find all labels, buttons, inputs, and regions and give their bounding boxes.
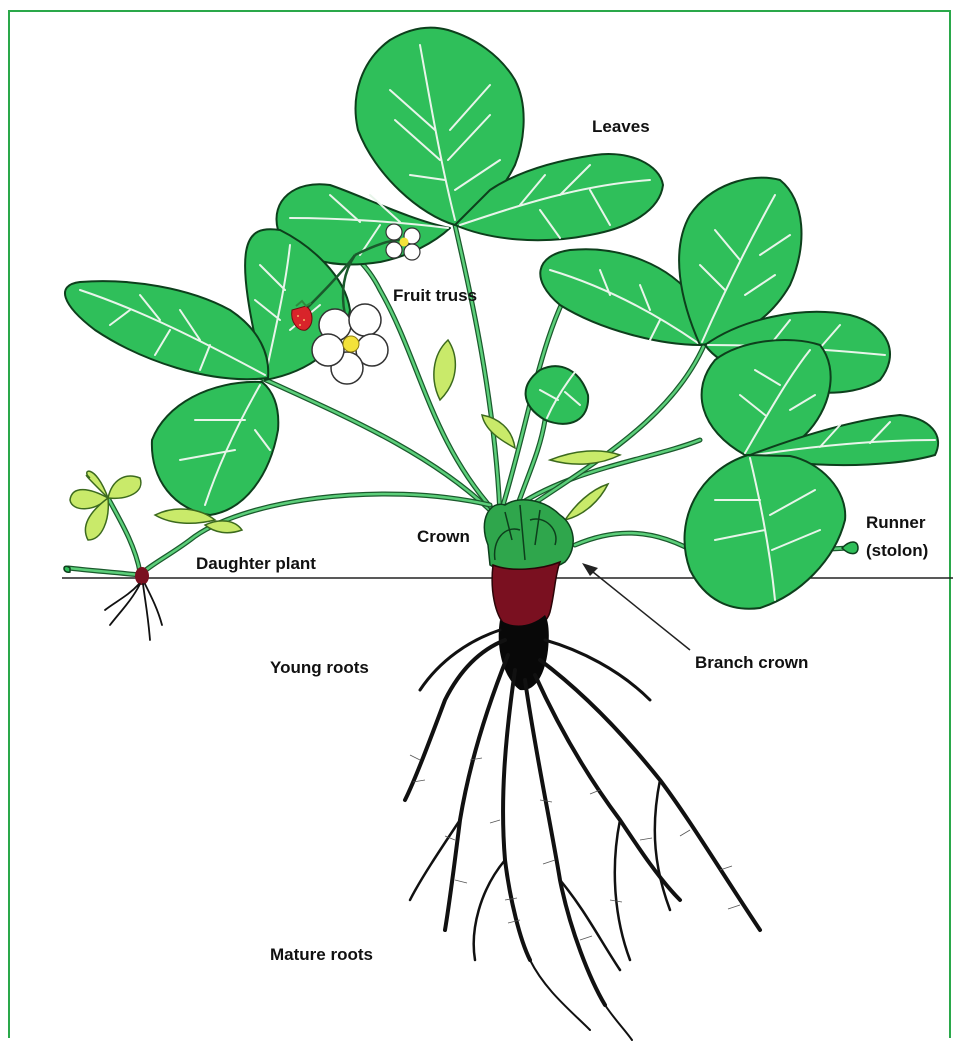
label-stolon: (stolon) [866,541,928,560]
leaf-left-big [65,281,268,379]
root-system [405,630,760,1040]
label-daughter-plant: Daughter plant [196,554,316,573]
label-crown: Crown [417,527,470,546]
leaf-right-lower-big [685,455,846,609]
label-young-roots: Young roots [270,658,369,677]
crown [484,500,573,690]
leaf-center-small [526,366,589,424]
runner-tip [842,542,858,554]
runner-tip-left [64,566,70,572]
daughter-plant-leaves [70,471,141,540]
label-runner: Runner [866,513,926,532]
label-fruit-truss: Fruit truss [393,286,477,305]
flower-large [312,304,388,384]
label-mature-roots: Mature roots [270,945,373,964]
label-branch-crown: Branch crown [695,653,808,672]
branch-crown-pointer [582,563,690,650]
leaf-left-lower [152,382,278,515]
label-leaves: Leaves [592,117,650,136]
